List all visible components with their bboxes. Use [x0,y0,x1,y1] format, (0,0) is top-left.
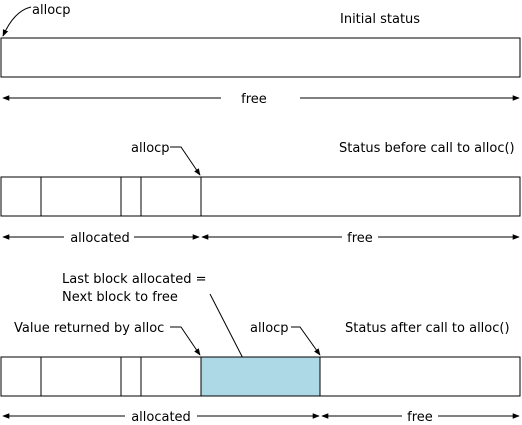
free-label: free [347,231,373,246]
allocp-pointer-arrow [170,146,201,176]
returned-value-arrow [170,326,201,356]
label-background [64,229,134,244]
panel-before-alloc: allocp Status before call to alloc() all… [0,141,521,246]
status-label: Status before call to alloc() [339,141,515,156]
label-background [402,408,438,423]
free-label: free [241,92,267,107]
label-background [342,229,378,244]
status-label: Initial status [340,12,420,27]
allocp-pointer-arrow [2,6,32,37]
allocp-label: allocp [131,141,170,156]
note-line-1: Last block allocated = [62,272,206,287]
returned-value-label: Value returned by alloc [14,321,164,336]
note-line-2: Next block to free [62,290,178,305]
newly-allocated-block [200,356,321,397]
allocated-label: allocated [131,410,191,425]
free-label: free [407,410,433,425]
panel-after-alloc: Last block allocated = Next block to fre… [0,272,521,425]
memory-buffer [0,37,521,78]
allocp-label: allocp [250,321,289,336]
status-label: Status after call to alloc() [345,321,510,336]
allocp-pointer-arrow [291,326,321,356]
label-background [125,408,197,423]
panel-initial-status: allocp Initial status free [0,3,521,107]
allocated-label: allocated [70,231,130,246]
memory-buffer [0,176,521,217]
allocp-label: allocp [32,3,71,18]
